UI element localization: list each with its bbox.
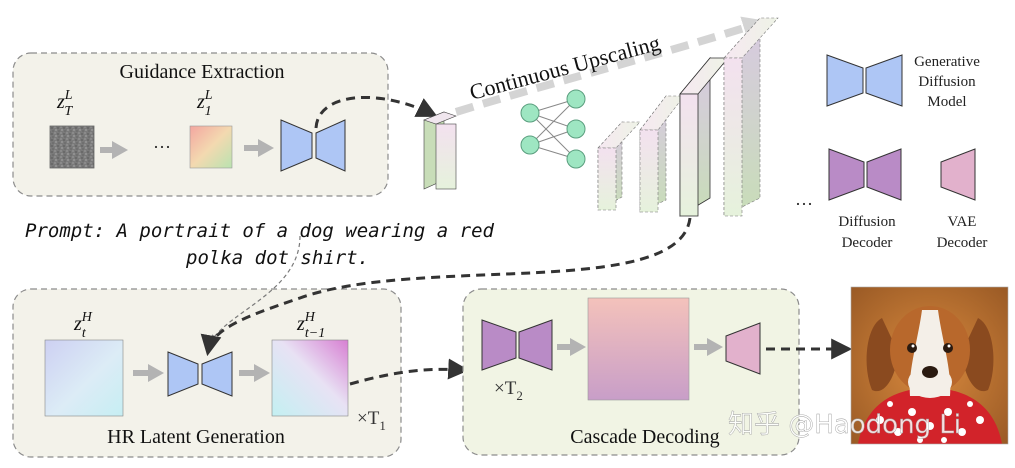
upscaled-slab-3 — [679, 56, 729, 217]
generative-diffusion-model-icon — [201, 351, 233, 397]
gray-arrow — [557, 338, 586, 356]
guidance-dashed-arrow — [200, 217, 692, 357]
legend-gen-line2: Diffusion — [918, 74, 976, 90]
cascade-decoding-panel: Cascade Decoding ×T2 — [462, 288, 800, 456]
cascade-title: Cascade Decoding — [570, 426, 719, 448]
diffusion-decoder-icon — [481, 319, 517, 371]
diffusion-decoder-icon — [518, 319, 553, 371]
feature-slab-top — [423, 111, 457, 125]
legend-diffusion-decoder-icon — [866, 148, 902, 201]
watermark: 知乎 @Haodong Li — [728, 410, 961, 440]
generative-diffusion-model-icon — [315, 119, 346, 172]
times-T2: ×T2 — [494, 378, 523, 403]
upscaled-slab-2 — [639, 95, 685, 213]
upscaled-slab-1 — [597, 121, 641, 211]
gray-arrow — [133, 364, 164, 382]
legend-generative-diffusion-icon — [865, 54, 903, 107]
hr-latent-z-t — [44, 339, 124, 417]
legend-diffusion-decoder-icon — [828, 148, 865, 201]
prompt-line-2: polka dot shirt. — [185, 247, 369, 269]
noise-latent-z-T — [49, 125, 95, 169]
upscaled-slab-4 — [723, 17, 779, 217]
prompt-dashed-arrow — [211, 235, 301, 341]
mlp-node — [566, 89, 586, 109]
upscaling-ellipsis: ··· — [795, 194, 813, 214]
guidance-ellipsis: ··· — [153, 137, 171, 157]
gray-arrow — [244, 139, 274, 157]
gray-arrow — [694, 338, 723, 356]
dashed-arrow — [349, 358, 470, 386]
legend-generative-diffusion-icon — [826, 54, 864, 107]
mlp-node — [566, 119, 586, 139]
output-image-frame — [850, 286, 1009, 445]
vae-decoder-icon — [725, 322, 761, 375]
gray-arrow — [100, 141, 128, 159]
prompt-line-1: Prompt: A portrait of a dog wearing a re… — [25, 220, 495, 242]
feature-slab — [435, 123, 457, 190]
mlp-node — [520, 103, 540, 123]
output-dog-portrait — [851, 287, 1008, 444]
legend-gen-line3: Model — [927, 94, 966, 110]
guidance-title: Guidance Extraction — [120, 61, 285, 83]
mlp-node — [520, 135, 540, 155]
legend-vae-decoder-line1: VAE — [948, 214, 977, 230]
decoded-latent — [587, 297, 690, 401]
legend-vae-decoder-line2: Decoder — [937, 235, 988, 251]
legend-diffusion-decoder-line1: Diffusion — [838, 214, 896, 230]
hr-latent-z-t-minus-1 — [271, 339, 349, 417]
continuous-upscaling: Continuous Upscaling — [423, 16, 813, 217]
latent-z-1 — [189, 125, 233, 169]
legend-diffusion-decoder-line2: Decoder — [842, 235, 893, 251]
legend: Generative Diffusion Model Diffusion Dec… — [826, 54, 988, 251]
generative-diffusion-model-icon — [280, 119, 313, 172]
legend-gen-line1: Generative — [914, 54, 980, 70]
generative-diffusion-model-icon — [167, 351, 199, 397]
gray-arrow — [239, 364, 270, 382]
hr-title: HR Latent Generation — [107, 426, 285, 448]
mlp-node — [566, 149, 586, 169]
upscaling-label: Continuous Upscaling — [467, 30, 663, 105]
upscaling-arrow — [454, 16, 767, 116]
times-T1: ×T1 — [357, 408, 386, 433]
legend-vae-decoder-icon — [940, 148, 976, 201]
